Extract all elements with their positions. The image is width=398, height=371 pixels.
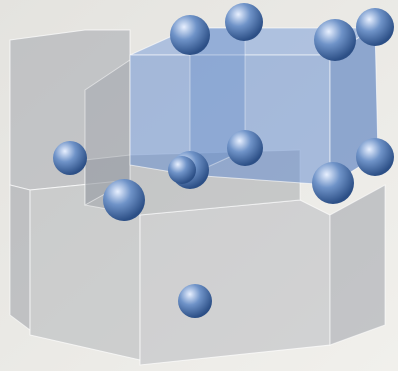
atom-sphere (356, 138, 394, 176)
atom-sphere (314, 19, 356, 61)
gray-cube-face-mid-lower (139, 199, 331, 366)
atom-sphere (53, 141, 87, 175)
atom-sphere (178, 284, 212, 318)
atom-sphere (103, 179, 145, 221)
atom-sphere (168, 156, 196, 184)
blue-cube-front-face (129, 54, 331, 186)
atom-sphere (227, 130, 263, 166)
atom-sphere (225, 3, 263, 41)
atoms (53, 3, 394, 318)
atom-sphere (312, 162, 354, 204)
gray-cube-face-right-lower (329, 184, 386, 346)
gray-cube-face-left-lower (9, 184, 31, 331)
atom-sphere (170, 15, 210, 55)
atom-sphere (356, 8, 394, 46)
